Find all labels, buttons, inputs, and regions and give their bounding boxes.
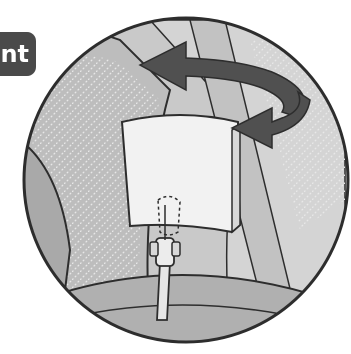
adjustment-rod bbox=[157, 262, 170, 320]
headrest-panel bbox=[122, 115, 240, 232]
step-badge: nt bbox=[0, 32, 36, 76]
